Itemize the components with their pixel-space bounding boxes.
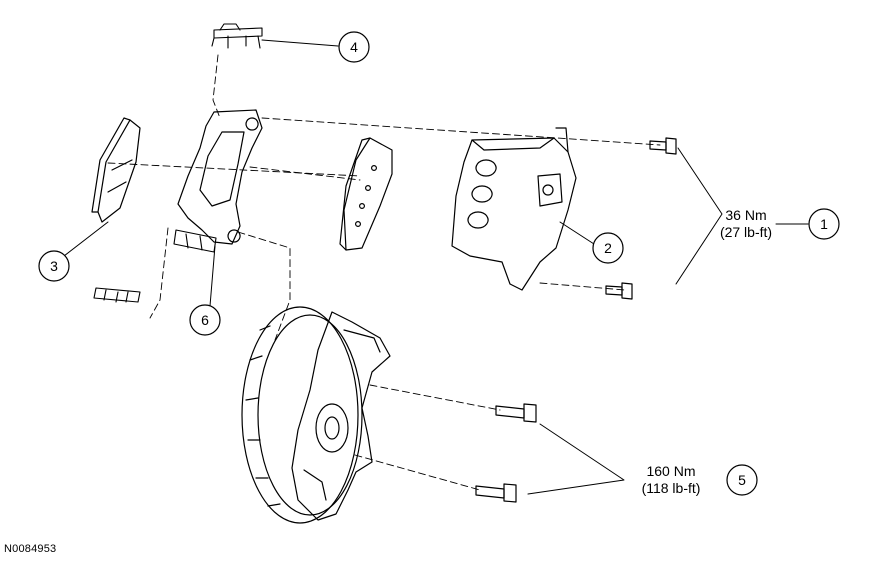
callout-6: 6 [189,304,221,336]
torque-spec-anchor-bolts: 160 Nm (118 lb-ft) [628,463,714,497]
torque-lbft: (118 lb-ft) [641,480,701,496]
callout-4-label: 4 [350,39,358,55]
torque-lbft: (27 lb-ft) [719,224,773,240]
torque-nm: 160 Nm [646,463,696,479]
caliper-anchor-bracket [177,109,263,245]
torque-nm: 36 Nm [725,207,767,223]
callout-1-label: 1 [820,216,828,232]
callout-5: 5 [726,464,758,496]
callout-markers: 1 2 3 4 5 6 [38,31,840,496]
brake-rotor [241,306,363,524]
figure-id: N0084953 [4,543,57,555]
callout-5-label: 5 [738,472,746,488]
anti-rattle-clips [93,229,217,303]
callout-3-label: 3 [50,258,58,274]
steering-knuckle [291,311,391,521]
leader-lines [63,39,809,495]
brake-caliper [451,127,577,291]
assembly-lines [107,54,661,491]
callout-1: 1 [808,208,840,240]
callout-6-label: 6 [201,312,209,328]
callout-2-label: 2 [604,240,612,256]
torque-spec-caliper-bolts: 36 Nm (27 lb-ft) [716,207,776,241]
caliper-bolts [605,137,677,300]
callout-2: 2 [592,232,624,264]
callout-4: 4 [338,31,370,63]
callout-3: 3 [38,250,70,282]
anchor-bolts [475,403,537,503]
spring-clip [211,23,263,49]
inner-brake-pad [339,137,393,251]
outer-brake-pad [91,117,141,223]
